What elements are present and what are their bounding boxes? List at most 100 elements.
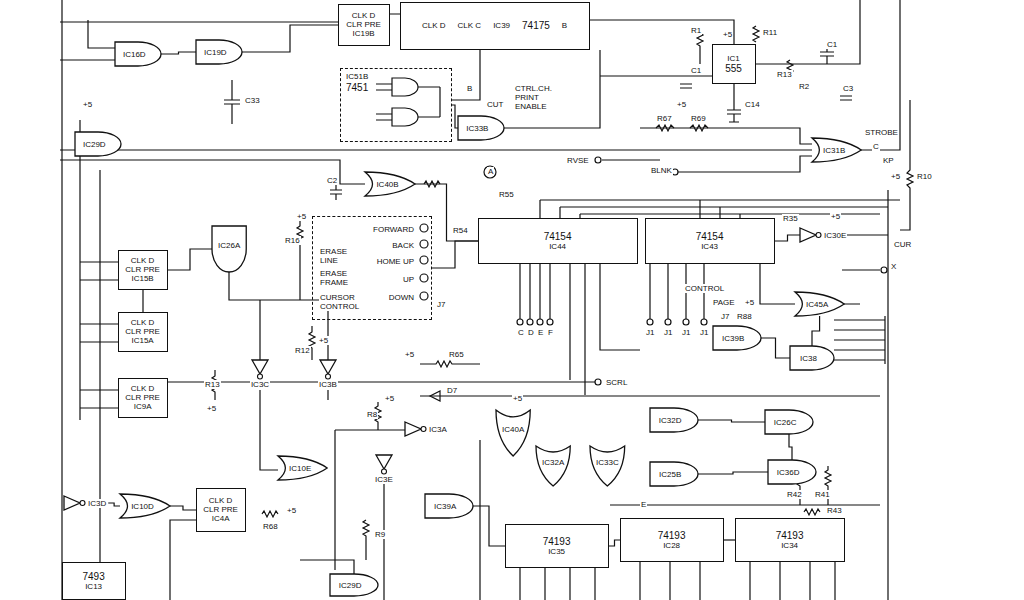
wire-connector bbox=[170, 506, 196, 510]
text-stack: IC31B bbox=[822, 146, 846, 155]
inverter: IC3E bbox=[372, 455, 396, 484]
text-stack: CLK DCLR PREIC9A bbox=[124, 384, 161, 411]
text-stack: 74193IC34 bbox=[775, 530, 805, 550]
ic-package: 74154IC44 bbox=[478, 218, 638, 264]
gate-body bbox=[800, 228, 816, 242]
signal-label: R41 bbox=[814, 490, 831, 499]
logic-gate: IC29D bbox=[330, 574, 378, 596]
text-stack: CLK DCLR PREIC4A bbox=[202, 496, 239, 523]
signal-label: R55 bbox=[498, 190, 515, 199]
dashed-group: FORWARDBACKHOME UPUPDOWNERASE LINEERASE … bbox=[312, 216, 432, 320]
signal-label: R16 bbox=[284, 236, 301, 245]
wire-connector bbox=[432, 241, 478, 268]
gate-body bbox=[496, 410, 530, 456]
signal-label: R65 bbox=[448, 350, 465, 359]
node-label: IC3D bbox=[87, 499, 107, 508]
node-label: CLR PRE bbox=[124, 393, 161, 402]
node-label: IC34 bbox=[780, 541, 799, 550]
signal-label: CONTROL bbox=[684, 284, 725, 293]
node-label: IC39B bbox=[721, 334, 745, 343]
text-stack: IC33B bbox=[465, 124, 489, 133]
signal-label: J1 bbox=[699, 328, 709, 337]
logic-gate: IC38 bbox=[790, 346, 834, 370]
node-label: CLK D bbox=[130, 318, 156, 327]
inversion-bubble bbox=[421, 427, 426, 432]
logic-gate: IC36D bbox=[768, 460, 816, 484]
signal-label: +5 bbox=[830, 212, 841, 221]
text-stack: IC40A bbox=[501, 425, 525, 434]
text-stack: IC19D bbox=[203, 48, 228, 57]
signal-label: +5 bbox=[890, 172, 901, 181]
signal-label: J1 bbox=[663, 328, 673, 337]
signal-label: CUR bbox=[893, 240, 912, 249]
gate-body bbox=[765, 410, 813, 434]
signal-label: B bbox=[466, 84, 473, 93]
node-label: IC39 bbox=[492, 21, 511, 30]
wire-connector bbox=[473, 506, 505, 546]
gate-body bbox=[812, 138, 861, 162]
inverter: IC3D bbox=[64, 494, 108, 512]
wire-connector bbox=[142, 290, 143, 312]
logic-gate: IC45A bbox=[795, 292, 844, 316]
signal-label: R42 bbox=[786, 490, 803, 499]
logic-gate: IC31B bbox=[812, 138, 861, 162]
terminal-circle bbox=[420, 157, 887, 385]
text-stack: IC38 bbox=[799, 354, 818, 363]
node-label: IC32D bbox=[658, 416, 683, 425]
node-label: IC10D bbox=[130, 502, 155, 511]
gate-body bbox=[330, 574, 378, 596]
node-label: IC33C bbox=[595, 458, 620, 467]
text-stack: IC10D bbox=[130, 502, 155, 511]
node-label: HOME UP bbox=[376, 257, 415, 266]
logic-gate: IC10D bbox=[120, 494, 170, 518]
signal-label: +5 bbox=[286, 506, 297, 515]
node-label: BACK bbox=[391, 241, 415, 250]
inversion-bubble bbox=[80, 501, 85, 506]
node-label: IC26C bbox=[773, 418, 798, 427]
logic-gate: IC32D bbox=[650, 408, 698, 432]
wire-connector bbox=[724, 539, 735, 540]
wire-connector bbox=[452, 105, 458, 128]
text-stack: IC36D bbox=[776, 468, 801, 477]
node-label: CLK D bbox=[421, 21, 447, 30]
text-stack: 74154IC44 bbox=[543, 231, 573, 251]
signal-label: R11 bbox=[762, 28, 778, 37]
signal-label: +5 bbox=[676, 100, 687, 109]
wire bbox=[80, 120, 880, 600]
node-label: CLK D bbox=[130, 384, 156, 393]
node-label: IC32A bbox=[541, 458, 565, 467]
logic-gate: IC32A bbox=[536, 446, 570, 486]
node-label: IC4A bbox=[211, 514, 231, 523]
signal-label: C2 bbox=[326, 176, 338, 185]
signal-label: +5 bbox=[404, 350, 415, 359]
gate-body bbox=[650, 408, 698, 432]
node-label: CLK C bbox=[457, 21, 483, 30]
signal-label: C bbox=[517, 328, 525, 337]
signal-label: E bbox=[537, 328, 544, 337]
signal-label: R69 bbox=[690, 114, 707, 123]
inverter: IC30E bbox=[800, 226, 848, 244]
part-number: 7451 bbox=[345, 82, 369, 93]
resistor-symbol bbox=[212, 26, 831, 560]
wire-connector bbox=[161, 52, 196, 54]
signal-label: SCRL bbox=[605, 378, 628, 387]
text-stack: IC16D bbox=[122, 50, 147, 59]
inverter: IC3C bbox=[248, 360, 272, 390]
text-stack: FORWARDBACKHOME UPUPDOWNERASE LINEERASE … bbox=[313, 217, 433, 321]
inversion-bubble bbox=[258, 374, 263, 379]
text-stack: IC45A bbox=[805, 300, 829, 309]
node-label: CLK D bbox=[130, 256, 156, 265]
text-stack: IC25B bbox=[658, 470, 682, 479]
node-label: IC40B bbox=[375, 180, 399, 189]
node-label: IC44 bbox=[548, 242, 567, 251]
node-label: IC3C bbox=[250, 380, 270, 389]
node-label: B bbox=[561, 21, 568, 30]
signal-label: +5 bbox=[512, 394, 523, 403]
text-stack: IC3E bbox=[374, 475, 394, 484]
gate-symbol bbox=[392, 78, 418, 126]
logic-gate: IC25B bbox=[650, 462, 698, 486]
signal-label: KP bbox=[882, 156, 895, 165]
signal-label: C1 bbox=[826, 40, 838, 49]
gate-body bbox=[590, 446, 625, 486]
node-label: CLR PRE bbox=[124, 327, 161, 336]
